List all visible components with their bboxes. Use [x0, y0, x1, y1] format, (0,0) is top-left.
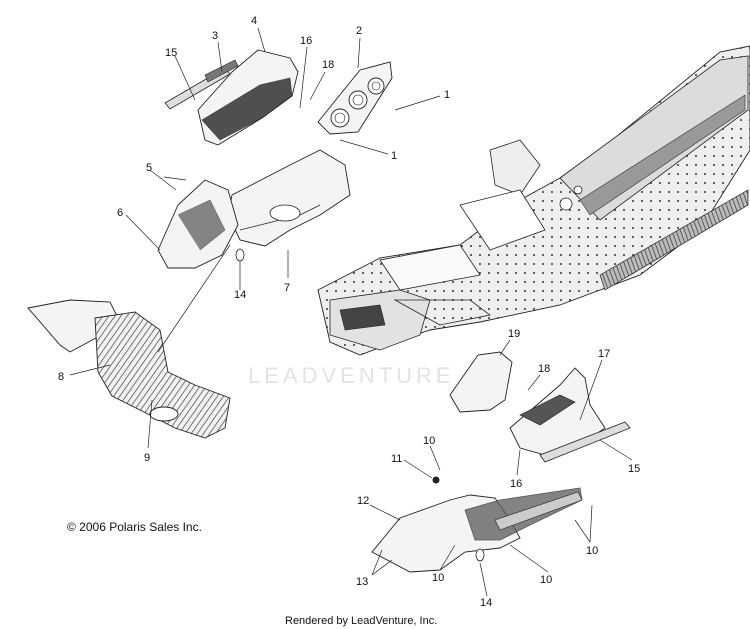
callouts: 15 3 4 16 18 2 1 1 5 6 7 14 8 9 19 18 17…: [58, 15, 640, 609]
callout-16-upper: 16: [300, 35, 312, 47]
callout-15-upper: 15: [165, 47, 177, 59]
callout-12: 12: [357, 495, 369, 507]
leader-lines: [69, 27, 633, 597]
copyright-text: © 2006 Polaris Sales Inc.: [67, 520, 202, 534]
callout-18-lower: 18: [538, 363, 550, 375]
callout-18-upper: 18: [322, 59, 334, 71]
callout-15-lower: 15: [628, 463, 640, 475]
callout-14-upper: 14: [234, 289, 246, 301]
part-17-side-panel: [509, 367, 631, 463]
callout-5: 5: [146, 162, 152, 174]
callout-10-mid: 10: [540, 574, 552, 586]
callout-16-lower: 16: [510, 478, 522, 490]
chassis-frame: [317, 45, 750, 356]
callout-19: 19: [508, 328, 520, 340]
callout-13: 13: [356, 576, 368, 588]
watermark: LEADVENTURE: [248, 363, 455, 388]
callout-9: 9: [144, 452, 150, 464]
callout-3: 3: [212, 30, 218, 42]
part-14-plug-lower: [475, 548, 485, 562]
callout-1-lower: 1: [391, 150, 397, 162]
part-4-upper-cowl: [197, 49, 299, 146]
part-12-lower-panel: [371, 487, 583, 573]
callout-14-lower: 14: [480, 597, 492, 609]
footer-credit: Rendered by LeadVenture, Inc.: [285, 615, 437, 627]
part-11-nut: [432, 476, 440, 484]
callout-10-right: 10: [586, 545, 598, 557]
callout-6: 6: [117, 207, 123, 219]
part-3-trim: [204, 59, 239, 83]
callout-8: 8: [58, 371, 64, 383]
part-14-plug: [235, 248, 245, 262]
part-7-side-panel: [227, 149, 351, 247]
callout-17: 17: [598, 348, 610, 360]
part-6-nose-piece: [157, 179, 239, 269]
callout-10-left: 10: [432, 572, 444, 584]
callout-11: 11: [391, 453, 402, 465]
callout-2: 2: [356, 25, 362, 37]
part-8-lower-hood: [27, 299, 231, 439]
part-2-gauge-panel: [317, 61, 393, 135]
callout-7: 7: [284, 282, 290, 294]
callout-1-upper: 1: [444, 89, 450, 101]
part-19-box: [449, 351, 513, 413]
callout-10-top: 10: [423, 435, 435, 447]
callout-4: 4: [251, 15, 257, 27]
